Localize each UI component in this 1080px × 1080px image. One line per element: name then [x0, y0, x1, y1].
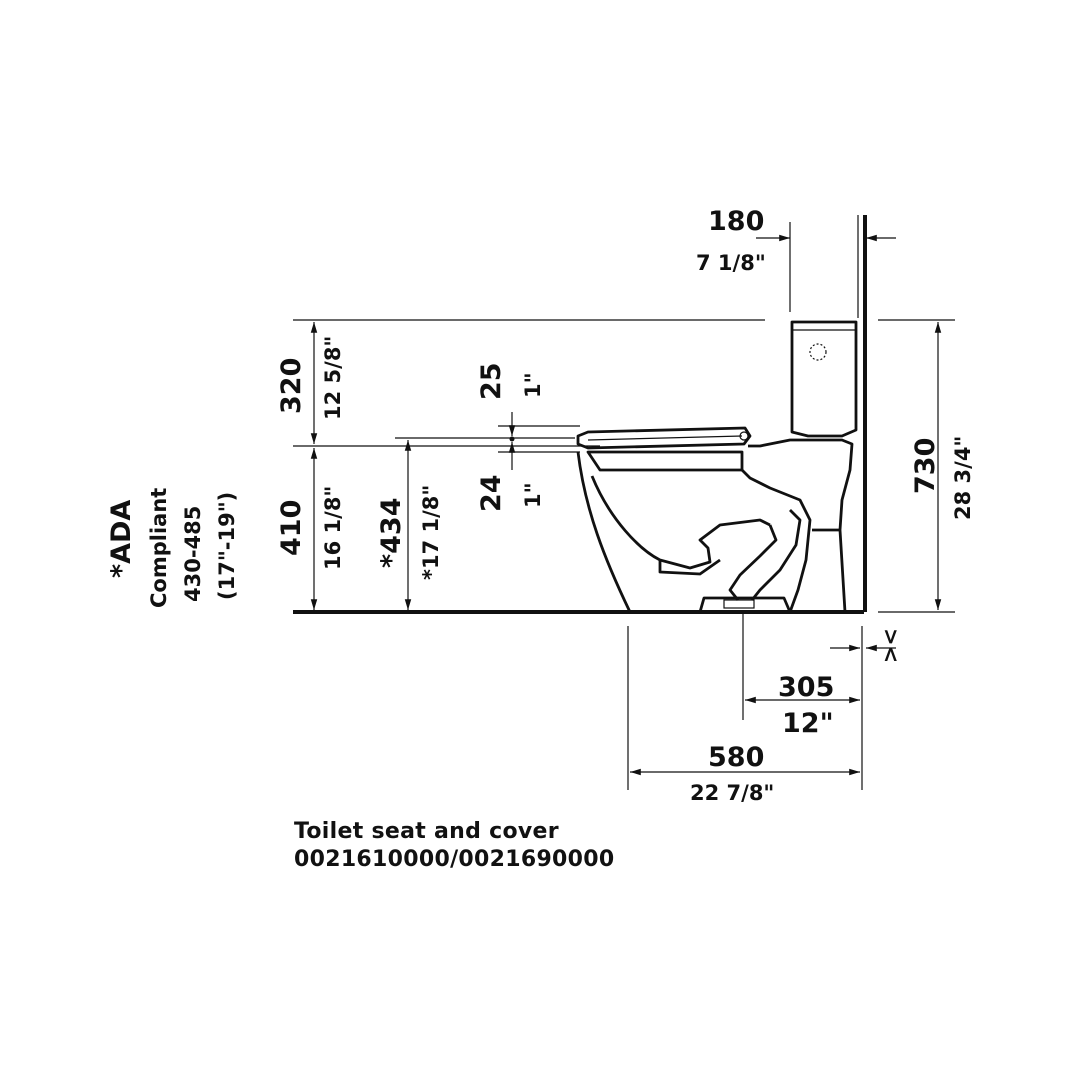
dim-434-in: *17 1/8" [419, 485, 443, 580]
seat-cover-note: Toilet seat and cover 0021610000/0021690… [294, 818, 615, 874]
dim-305-mm: 305 [778, 672, 834, 703]
dim-320-in: 12 5/8" [321, 336, 345, 420]
seat-cover-note-part-numbers: 0021610000/0021690000 [294, 847, 615, 872]
ada-note-line3: 430-485 [181, 506, 205, 602]
dim-730-in: 28 3/4" [951, 436, 975, 520]
ada-note-line1: *ADA [106, 500, 137, 578]
dim-580-mm: 580 [708, 742, 764, 773]
dim-305-in: 12" [782, 708, 834, 739]
dim-180-in: 7 1/8" [696, 251, 766, 275]
dim-24-in: 1" [521, 482, 545, 508]
toilet-silhouette [576, 320, 858, 613]
dim-410-in: 16 1/8" [321, 486, 345, 570]
dim-25-mm: 25 [476, 362, 507, 400]
dim-580-in: 22 7/8" [690, 781, 774, 805]
dim-434-mm: *434 [376, 498, 407, 568]
dim-24-mm: 24 [476, 474, 507, 512]
dim-730-mm: 730 [910, 438, 941, 494]
seat-cover-note-title: Toilet seat and cover [294, 819, 559, 844]
dim-320-mm: 320 [276, 358, 307, 414]
wall-gap-symbol: >< [879, 628, 903, 663]
ada-note-line4: (17"-19") [215, 492, 239, 600]
dim-25-in: 1" [521, 372, 545, 398]
ada-note-line2: Compliant [147, 488, 171, 608]
dim-180-mm: 180 [708, 206, 764, 237]
dim-410-mm: 410 [276, 500, 307, 556]
